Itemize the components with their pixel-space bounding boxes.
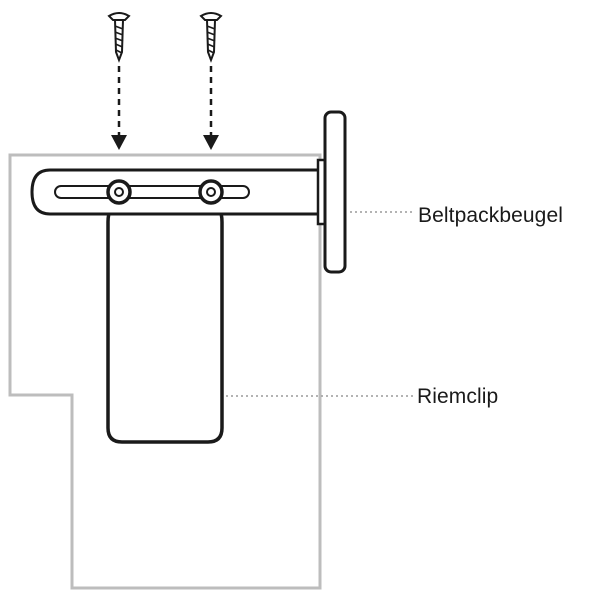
beltpack-bracket (30, 110, 347, 274)
clip-pivot (114, 187, 124, 197)
bracket-label: Beltpackbeugel (418, 204, 564, 227)
belt-clip (106, 198, 224, 444)
clip-pivot (206, 187, 216, 197)
dashed-down-arrow-icon (203, 66, 219, 150)
screw-icon (107, 12, 131, 63)
beltpack-outline (8, 153, 322, 590)
clip-label: Riemclip (417, 385, 499, 408)
screw-icon (199, 12, 223, 63)
dashed-down-arrow-icon (111, 66, 127, 150)
